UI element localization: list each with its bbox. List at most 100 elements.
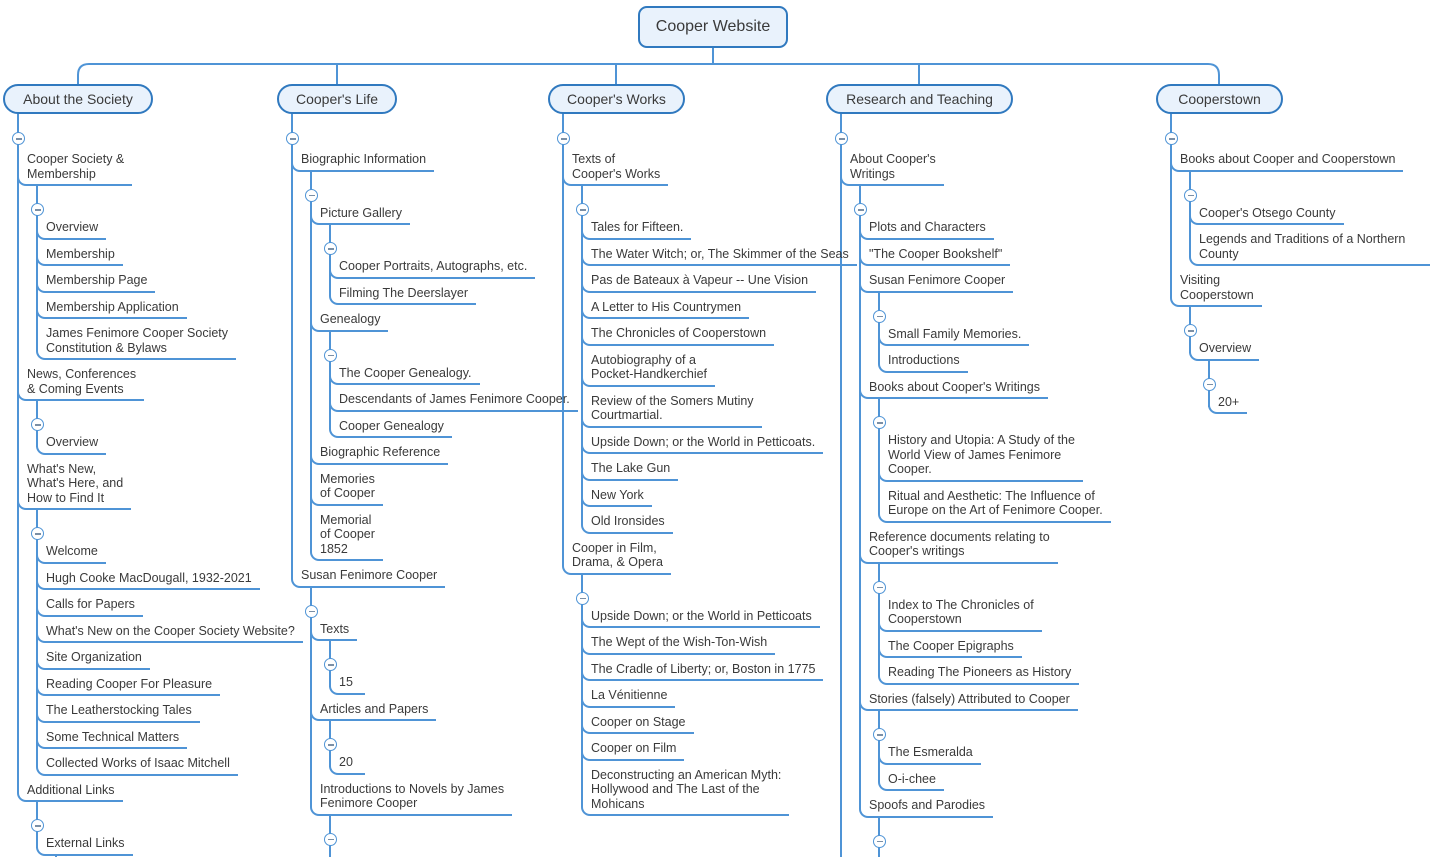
- topic-label[interactable]: Some Technical Matters: [35, 719, 188, 749]
- topic-label[interactable]: Memories of Cooper: [310, 461, 383, 506]
- root-topic[interactable]: Cooper Website: [638, 6, 788, 48]
- topic-label[interactable]: The Chronicles of Cooperstown: [580, 316, 775, 346]
- topic-label[interactable]: What's New, What's Here, and How to Find…: [16, 451, 132, 510]
- topic-label[interactable]: Deconstructing an American Myth: Hollywo…: [580, 757, 790, 816]
- collapse-toggle[interactable]: [324, 832, 337, 846]
- topic-label[interactable]: The Wept of the Wish-Ton-Wish: [580, 625, 776, 655]
- topic-label[interactable]: Spoofs and Parodies: [858, 788, 994, 818]
- topic-label[interactable]: Overview: [35, 425, 107, 455]
- collapse-toggle[interactable]: [835, 132, 848, 145]
- topic-label[interactable]: Site Organization: [36, 640, 150, 670]
- collapse-toggle[interactable]: [286, 132, 299, 145]
- topic-label[interactable]: Stories (falsely) Attributed to Cooper: [859, 681, 1078, 711]
- collapse-toggle[interactable]: [1184, 324, 1197, 337]
- topic-label[interactable]: Genealogy: [309, 302, 389, 332]
- topic-label[interactable]: Cooper on Stage: [581, 704, 694, 734]
- collapse-toggle[interactable]: [31, 527, 44, 540]
- topic-label[interactable]: Membership Page: [35, 263, 156, 293]
- main-topic-pill[interactable]: Research and Teaching: [826, 84, 1013, 114]
- topic-label[interactable]: Books about Cooper's Writings: [859, 369, 1048, 399]
- topic-label[interactable]: Cooper Genealogy: [329, 408, 452, 438]
- topic-label[interactable]: Biographic Reference: [309, 435, 449, 465]
- topic-label[interactable]: Calls for Papers: [36, 587, 143, 617]
- collapse-toggle[interactable]: [576, 591, 589, 605]
- topic-label[interactable]: Picture Gallery: [310, 195, 410, 225]
- topic-label[interactable]: What's New on the Cooper Society Website…: [36, 613, 303, 643]
- collapse-toggle[interactable]: [873, 834, 886, 848]
- topic-label[interactable]: New York: [581, 477, 652, 507]
- collapse-toggle[interactable]: [12, 132, 25, 145]
- topic-label[interactable]: Upside Down; or the World in Petticoats: [581, 598, 820, 628]
- topic-label[interactable]: Small Family Memories.: [877, 316, 1030, 346]
- topic-label[interactable]: Pas de Bateaux à Vapeur -- Une Vision: [580, 263, 817, 293]
- topic-label[interactable]: 20: [329, 745, 365, 775]
- topic-label[interactable]: Books about Cooper and Cooperstown: [1169, 142, 1404, 172]
- topic-label[interactable]: Cooper Portraits, Autographs, etc.: [328, 249, 536, 279]
- topic-label[interactable]: Susan Fenimore Cooper: [290, 558, 446, 588]
- collapse-toggle[interactable]: [31, 203, 44, 216]
- topic-label[interactable]: Additional Links: [17, 772, 123, 802]
- topic-label[interactable]: Index to The Chronicles of Cooperstown: [878, 587, 1042, 632]
- collapse-toggle[interactable]: [305, 188, 318, 202]
- collapse-toggle[interactable]: [31, 418, 44, 431]
- topic-label[interactable]: A Letter to His Countrymen: [580, 289, 750, 319]
- collapse-toggle[interactable]: [324, 738, 337, 751]
- topic-label[interactable]: The Cradle of Liberty; or, Boston in 177…: [580, 651, 824, 681]
- topic-label[interactable]: The Lake Gun: [580, 451, 679, 481]
- collapse-toggle[interactable]: [1184, 188, 1197, 202]
- collapse-toggle[interactable]: [324, 348, 337, 362]
- topic-label[interactable]: Old Ironsides: [581, 504, 673, 534]
- topic-label[interactable]: Cooper in Film, Drama, & Opera: [561, 530, 672, 575]
- topic-label[interactable]: The Water Witch; or, The Skimmer of the …: [581, 236, 857, 266]
- topic-label[interactable]: Memorial of Cooper 1852: [310, 502, 383, 561]
- topic-label[interactable]: Reference documents relating to Cooper's…: [859, 519, 1058, 564]
- collapse-toggle[interactable]: [557, 132, 570, 145]
- topic-label[interactable]: Plots and Characters: [859, 210, 994, 240]
- collapse-toggle[interactable]: [31, 819, 44, 832]
- topic-label[interactable]: The Cooper Genealogy.: [329, 355, 480, 385]
- collapse-toggle[interactable]: [305, 604, 318, 618]
- topic-label[interactable]: Reading The Pioneers as History: [877, 655, 1080, 685]
- topic-label[interactable]: The Cooper Epigraphs: [878, 628, 1022, 658]
- collapse-toggle[interactable]: [873, 728, 886, 741]
- topic-label[interactable]: Autobiography of a Pocket-Handkerchief: [580, 342, 716, 387]
- topic-label[interactable]: Overview: [35, 210, 107, 240]
- topic-label[interactable]: Review of the Somers Mutiny Courtmartial…: [581, 383, 762, 428]
- collapse-toggle[interactable]: [854, 203, 867, 216]
- topic-label[interactable]: Articles and Papers: [309, 691, 437, 721]
- topic-label[interactable]: Cooper's Otsego County: [1189, 195, 1344, 225]
- topic-label[interactable]: Overview: [1188, 331, 1260, 361]
- topic-label[interactable]: Texts: [309, 611, 358, 641]
- topic-label[interactable]: Visiting Cooperstown: [1170, 263, 1262, 307]
- topic-label[interactable]: About Cooper's Writings: [840, 142, 944, 186]
- main-topic-pill[interactable]: Cooper's Works: [548, 84, 685, 114]
- main-topic-pill[interactable]: About the Society: [3, 84, 153, 114]
- topic-label[interactable]: Tales for Fifteen.: [580, 210, 692, 240]
- topic-label[interactable]: Cooper Society & Membership: [16, 142, 133, 186]
- topic-label[interactable]: Susan Fenimore Cooper: [858, 263, 1014, 293]
- topic-label[interactable]: Descendants of James Fenimore Cooper.: [329, 382, 578, 412]
- collapse-toggle[interactable]: [873, 580, 886, 594]
- collapse-toggle[interactable]: [1203, 377, 1216, 391]
- topic-label[interactable]: Introductions to Novels by James Fenimor…: [309, 771, 513, 816]
- topic-label[interactable]: The Leatherstocking Tales: [36, 693, 200, 723]
- topic-label[interactable]: Introductions: [878, 343, 968, 373]
- topic-label[interactable]: History and Utopia: A Study of the World…: [878, 423, 1083, 482]
- topic-label[interactable]: Hugh Cooke MacDougall, 1932-2021: [36, 560, 260, 590]
- topic-label[interactable]: O-i-chee: [878, 761, 944, 791]
- collapse-toggle[interactable]: [576, 203, 589, 216]
- topic-label[interactable]: Welcome: [36, 534, 106, 564]
- collapse-toggle[interactable]: [1165, 132, 1178, 145]
- collapse-toggle[interactable]: [873, 416, 886, 429]
- topic-label[interactable]: Upside Down; or the World in Petticoats.: [580, 424, 824, 454]
- topic-label[interactable]: Filming The Deerslayer: [329, 275, 476, 305]
- topic-label[interactable]: Reading Cooper For Pleasure: [35, 666, 221, 696]
- topic-label[interactable]: 20+: [1207, 384, 1248, 414]
- topic-label[interactable]: The Esmeralda: [878, 735, 981, 765]
- topic-label[interactable]: Membership Application: [36, 289, 187, 319]
- topic-label[interactable]: Texts of Cooper's Works: [561, 142, 669, 186]
- topic-label[interactable]: Membership: [36, 236, 123, 266]
- topic-label[interactable]: Ritual and Aesthetic: The Influence of E…: [878, 478, 1111, 523]
- topic-label[interactable]: Biographic Information: [290, 142, 435, 172]
- topic-label[interactable]: James Fenimore Cooper Society Constituti…: [35, 316, 237, 360]
